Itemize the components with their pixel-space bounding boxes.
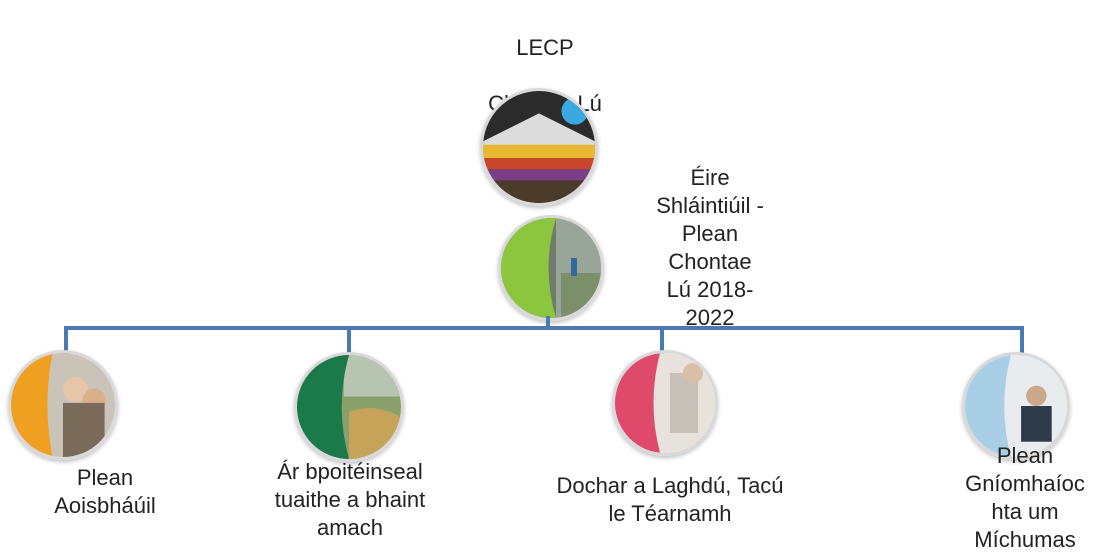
root-node-image — [480, 88, 598, 206]
child-1-image — [8, 350, 118, 460]
child-3-label: Dochar a Laghdú, Tacú le Téarnamh — [556, 473, 784, 526]
middle-node-image — [498, 215, 604, 321]
connector-vertical-main — [546, 316, 550, 328]
connector-vertical-child-1 — [64, 326, 68, 361]
child-4-label: Plean Gníomhaíoc hta um Míchumas — [965, 443, 1085, 552]
child-2-image — [294, 352, 404, 462]
middle-node-label: Éire Shláintiúil - Plean Chontae Lú 2018… — [656, 165, 764, 330]
connector-vertical-child-3 — [660, 326, 664, 361]
connector-vertical-child-2 — [347, 326, 351, 361]
connector-vertical-child-4 — [1020, 326, 1024, 361]
connector-horizontal — [64, 326, 1024, 330]
root-title-line1: LECP — [516, 35, 574, 60]
child-2-label: Ár bpoitéinseal tuaithe a bhaint amach — [274, 459, 426, 540]
child-4-image — [962, 352, 1070, 460]
child-1-label: Plean Aoisbháúil — [54, 465, 156, 518]
child-3-image — [612, 350, 718, 456]
